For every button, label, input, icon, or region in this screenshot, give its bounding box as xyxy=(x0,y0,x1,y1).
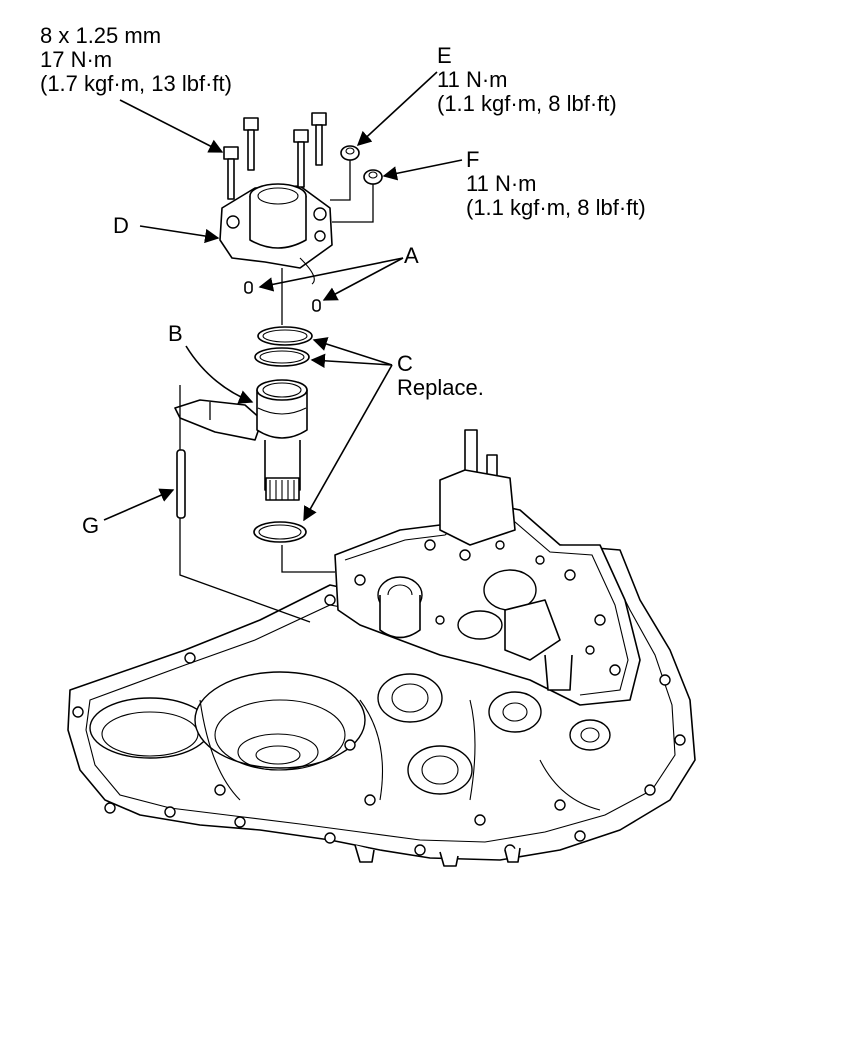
callout-d-letter: D xyxy=(113,213,129,238)
shaft-assembly-b xyxy=(174,379,308,501)
bolt-torque-alt-text: (1.7 kgf·m, 13 lbf·ft) xyxy=(40,71,232,96)
callout-arrows xyxy=(103,71,463,522)
bolt-torque-text: 17 N·m xyxy=(40,47,113,72)
callout-b-letter: B xyxy=(168,321,183,346)
bolt-spec-label: 8 x 1.25 mm 17 N·m (1.7 kgf·m, 13 lbf·ft… xyxy=(40,24,232,96)
callout-a-letter: A xyxy=(404,243,419,268)
callout-e-letter: E xyxy=(437,43,452,68)
cover-d xyxy=(219,183,333,285)
callout-f-alt: (1.1 kgf·m, 8 lbf·ft) xyxy=(466,195,646,220)
callout-f-torque: 11 N·m xyxy=(466,171,537,196)
bolt-size-text: 8 x 1.25 mm xyxy=(40,23,162,48)
callout-c: C Replace. xyxy=(397,352,484,400)
pin-g xyxy=(176,449,186,519)
callout-e: E 11 N·m (1.1 kgf·m, 8 lbf·ft) xyxy=(437,44,617,116)
bolt-e xyxy=(340,145,360,161)
callout-e-alt: (1.1 kgf·m, 8 lbf·ft) xyxy=(437,91,617,116)
bolt-f xyxy=(363,169,383,185)
callout-c-letter: C xyxy=(397,351,413,376)
valve-body xyxy=(334,429,641,706)
callout-g-letter: G xyxy=(82,513,100,538)
callout-f-letter: F xyxy=(466,147,480,172)
mounting-bolts xyxy=(223,112,383,223)
dowel-pins-a xyxy=(244,281,321,312)
o-rings-c xyxy=(253,326,313,543)
callout-e-torque: 11 N·m xyxy=(437,67,508,92)
alignment-lines xyxy=(179,268,335,623)
callout-c-note: Replace. xyxy=(397,375,484,400)
callout-f: F 11 N·m (1.1 kgf·m, 8 lbf·ft) xyxy=(466,148,646,220)
